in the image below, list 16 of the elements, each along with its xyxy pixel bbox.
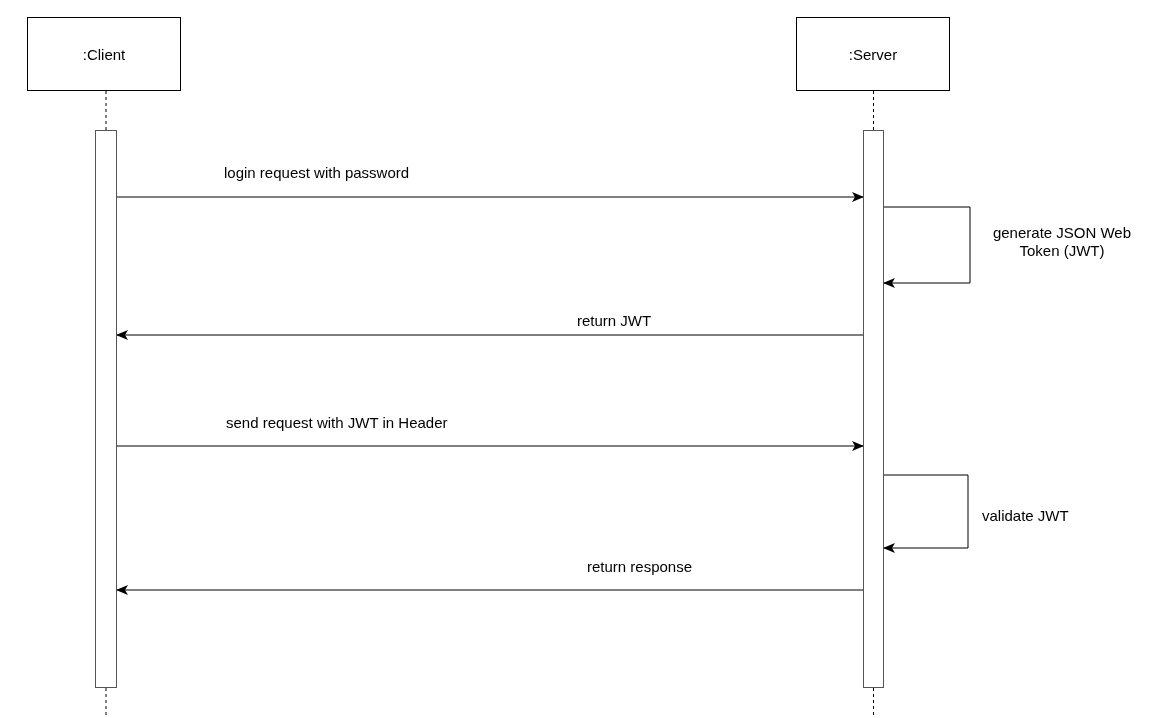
lifeline	[873, 90, 874, 131]
lifeline-header-box: :Client	[27, 17, 181, 91]
lifeline	[105, 90, 107, 131]
activation-bar	[863, 130, 884, 688]
message-arrow	[116, 585, 864, 595]
message-arrow	[116, 441, 864, 451]
lifeline	[873, 687, 874, 718]
self-message-arrow	[883, 206, 971, 288]
activation-bar	[95, 130, 117, 688]
message-arrow	[116, 330, 864, 340]
lifeline-header-box: :Server	[796, 17, 950, 91]
message-label: login request with password	[222, 164, 412, 182]
message-label: send request with JWT in Header	[224, 414, 450, 432]
self-message-arrow	[883, 474, 969, 553]
lifeline	[105, 687, 107, 718]
message-arrow	[116, 192, 864, 202]
